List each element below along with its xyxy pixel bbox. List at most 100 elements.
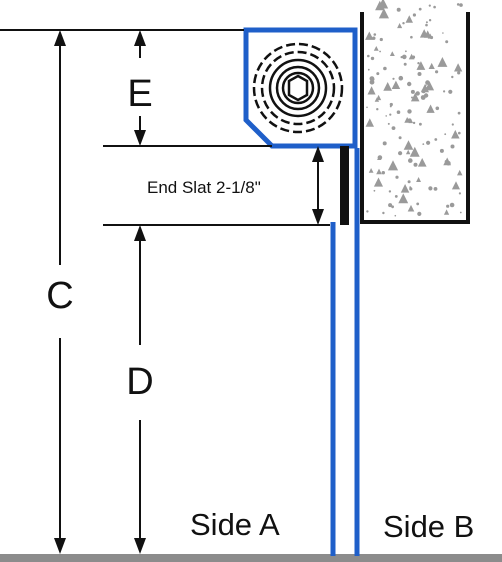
speckle [403, 62, 407, 66]
guide-rail [330, 148, 360, 556]
speckle [409, 187, 413, 191]
speckle [396, 7, 401, 12]
speckle [394, 214, 397, 217]
speckle [366, 210, 369, 213]
speckle [382, 11, 385, 13]
speckle [407, 204, 415, 212]
speckle [373, 33, 377, 36]
speckle [405, 15, 413, 23]
coil-roll-icon [252, 42, 344, 134]
wall-speckles [365, 0, 463, 217]
speckle [443, 90, 446, 93]
arrow-up-icon [134, 30, 146, 46]
speckle [459, 211, 462, 214]
speckle [398, 136, 402, 140]
speckle [369, 79, 375, 85]
arrow-down-icon [312, 209, 324, 225]
arrow-up-icon [54, 30, 66, 46]
speckle [375, 0, 385, 11]
dimension-d: D [126, 225, 154, 554]
speckle [417, 158, 427, 167]
dimension-c-label: C [46, 275, 73, 317]
reference-lines [0, 29, 330, 226]
speckle [457, 71, 461, 75]
speckle [395, 175, 399, 179]
speckle [449, 202, 455, 208]
speckle [403, 140, 414, 150]
arrow-up-icon [312, 146, 324, 162]
speckle [451, 75, 454, 79]
speckle [373, 189, 376, 192]
speckle [382, 211, 385, 215]
arrow-down-icon [134, 130, 146, 146]
speckle [379, 50, 381, 53]
speckle [428, 62, 435, 69]
dimension-e-label: E [127, 73, 152, 115]
arrow-down-icon [134, 538, 146, 554]
speckle [445, 40, 449, 44]
speckle [396, 110, 401, 114]
housing-box [243, 27, 358, 149]
speckle [381, 171, 385, 175]
speckle [425, 21, 428, 24]
speckle [400, 184, 410, 193]
speckle [389, 105, 392, 108]
speckle [407, 109, 412, 114]
speckle [369, 76, 375, 81]
speckle [423, 93, 429, 98]
speckle [411, 96, 413, 99]
speckle [446, 204, 450, 208]
speckle [366, 106, 368, 109]
speckle [409, 146, 420, 157]
arrow-down-icon [54, 538, 66, 554]
speckle [454, 63, 463, 72]
speckle [379, 37, 383, 42]
speckle [410, 35, 413, 39]
side-a-label: Side A [190, 507, 280, 542]
speckle [457, 169, 463, 176]
speckle [451, 129, 460, 139]
end-slat-label: End Slat 2-1/8" [147, 178, 261, 197]
speckle [437, 57, 448, 67]
speckle [383, 82, 392, 91]
speckle [387, 160, 399, 171]
speckle [439, 148, 444, 153]
end-slat-bar [340, 146, 349, 225]
end-slat-dimension: End Slat 2-1/8" [147, 146, 324, 225]
speckle [458, 131, 461, 135]
speckle [428, 4, 431, 7]
side-b-label: Side B [383, 509, 474, 544]
speckle [374, 97, 380, 102]
speckle [405, 50, 407, 53]
speckle [376, 72, 380, 76]
speckle [408, 158, 413, 163]
speckle [376, 168, 382, 175]
speckle [391, 80, 401, 89]
speckle [408, 53, 415, 60]
speckle [451, 123, 454, 126]
speckle [451, 181, 460, 190]
speckle [412, 121, 416, 125]
speckle [388, 190, 392, 193]
speckle [456, 3, 460, 6]
speckle [407, 81, 412, 87]
speckle [382, 141, 387, 146]
speckle [398, 193, 409, 204]
speckle [442, 32, 444, 34]
speckle [376, 108, 379, 111]
speckle [417, 211, 422, 216]
speckle [418, 7, 422, 11]
speckle [367, 68, 370, 71]
speckle [400, 56, 403, 59]
speckle [450, 144, 455, 149]
speckle [426, 140, 431, 145]
dimension-d-label: D [126, 361, 153, 403]
speckle [434, 138, 438, 141]
speckle [413, 162, 418, 167]
speckle [387, 122, 390, 125]
speckle [419, 122, 422, 126]
speckle [377, 155, 383, 160]
speckle [409, 186, 412, 189]
speckle [435, 106, 440, 111]
